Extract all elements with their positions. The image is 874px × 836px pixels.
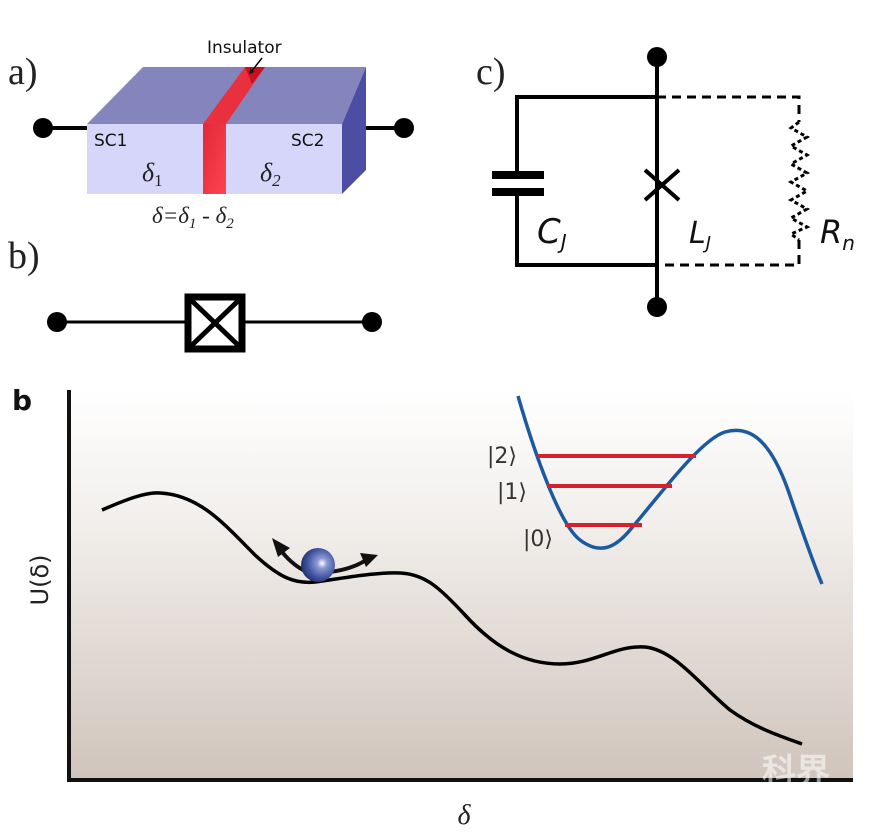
left-arrowhead-icon (272, 538, 290, 557)
capacitor-top-wire (515, 95, 657, 172)
capacitor-plate-top (492, 171, 544, 179)
capacitor-bottom-wire (515, 195, 657, 267)
bottom-terminal-dot (647, 297, 667, 317)
capacitor-plate-bottom (492, 188, 544, 196)
left-terminal-dot (33, 118, 53, 138)
jj-cross-line-2 (189, 298, 241, 348)
phase-particle-ball (301, 548, 335, 582)
delta2-label: δ2 (260, 158, 281, 190)
state-2-label: |2⟩ (487, 444, 517, 469)
resistor-top-dashed-wire (657, 95, 801, 122)
right-terminal-dot (394, 118, 414, 138)
washboard-potential-curve (101, 491, 803, 746)
insulator-front (203, 124, 226, 194)
panel-b-symbol: b) (8, 235, 382, 353)
inductor-label: LJ (689, 216, 711, 254)
panel-b-label: b) (8, 235, 40, 277)
potential-panel: b U(δ) δ |2⟩ |1⟩ |0⟩ 科界 (12, 384, 853, 831)
right-arrowhead-icon (360, 553, 378, 567)
panel-a: a) Insulator SC1 SC2 δ1 δ2 δ=δ1 - δ2 (8, 38, 414, 232)
resistor-bottom-dashed-wire (657, 240, 801, 267)
potential-background (70, 390, 853, 780)
junction-side-face (342, 67, 366, 194)
symbol-right-dot (362, 312, 382, 332)
x-axis-label: δ (457, 800, 471, 831)
insulator-top (203, 67, 265, 124)
phase-difference-equation: δ=δ1 - δ2 (152, 203, 234, 232)
panel-potential-label: b (12, 384, 32, 417)
y-axis-label: U(δ) (26, 555, 54, 606)
inset-potential-well-curve (516, 395, 824, 585)
symbol-left-dot (47, 312, 67, 332)
panel-a-label: a) (8, 51, 38, 93)
insulator-label: Insulator (207, 38, 282, 58)
junction-cross-icon (643, 168, 681, 202)
watermark: 科界 (762, 753, 830, 791)
resistor-zigzag (787, 120, 811, 242)
panel-c-label: c) (476, 51, 506, 93)
sc1-label: SC1 (94, 131, 127, 151)
insulator-pointer-arrow (249, 57, 263, 75)
panel-c-circuit: c) CJ LJ Rn (476, 47, 855, 317)
sc2-label: SC2 (291, 131, 324, 151)
delta1-label: δ1 (142, 158, 163, 190)
top-terminal-dot (647, 47, 667, 67)
resistor-label: Rn (820, 213, 855, 255)
state-0-label: |0⟩ (523, 527, 553, 552)
capacitor-label: CJ (537, 212, 567, 254)
state-1-label: |1⟩ (497, 480, 527, 505)
